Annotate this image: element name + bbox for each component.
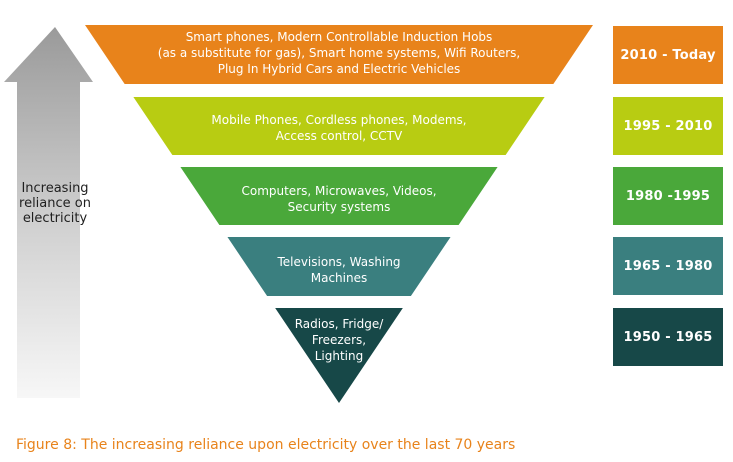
pyramid-level-4-line-1: Televisions, Washing: [276, 255, 400, 269]
pyramid-level-5-line-3: Lighting: [315, 349, 364, 363]
era-box-4: 1965 - 1980: [613, 237, 723, 295]
era-box-2: 1995 - 2010: [613, 97, 723, 155]
pyramid-level-3: [180, 167, 498, 225]
pyramid-level-2-line-1: Mobile Phones, Cordless phones, Modems,: [211, 113, 466, 127]
pyramid-level-2-text: Mobile Phones, Cordless phones, Modems, A…: [211, 113, 466, 143]
pyramid-level-1: [85, 25, 593, 84]
increasing-reliance-label: Increasing reliance on electricity: [19, 181, 91, 226]
pyramid-level-2: [133, 97, 545, 155]
pyramid-level-5-line-1: Radios, Fridge/: [295, 317, 385, 331]
pyramid-level-4: [227, 237, 451, 296]
pyramid-level-1-line-2: (as a substitute for gas), Smart home sy…: [158, 46, 520, 60]
pyramid-level-3-line-2: Security systems: [288, 200, 391, 214]
era-box-1: 2010 - Today: [613, 26, 723, 84]
figure-caption: Figure 8: The increasing reliance upon e…: [16, 437, 516, 453]
era-label-1: 2010 - Today: [620, 47, 716, 63]
pyramid-level-3-line-1: Computers, Microwaves, Videos,: [241, 184, 436, 198]
era-box-5: 1950 - 1965: [613, 308, 723, 366]
increasing-arrow: [4, 27, 93, 398]
pyramid-level-1-text: Smart phones, Modern Controllable Induct…: [158, 30, 520, 76]
pyramid-levels: Smart phones, Modern Controllable Induct…: [85, 25, 593, 403]
pyramid-level-4-line-2: Machines: [311, 271, 367, 285]
pyramid-level-1-line-3: Plug In Hybrid Cars and Electric Vehicle…: [218, 62, 461, 76]
pyramid-level-5: [275, 308, 403, 403]
era-label-2: 1995 - 2010: [623, 118, 713, 134]
era-label-3: 1980 -1995: [625, 188, 711, 204]
pyramid-level-2-line-2: Access control, CCTV: [276, 129, 403, 143]
era-box-3: 1980 -1995: [613, 167, 723, 225]
era-label-4: 1965 - 1980: [623, 258, 713, 274]
pyramid-level-5-line-2: Freezers,: [312, 333, 366, 347]
era-label-5: 1950 - 1965: [623, 329, 713, 345]
pyramid-level-5-text: Radios, Fridge/Freezers, Lighting: [295, 317, 385, 363]
pyramid-level-1-line-1: Smart phones, Modern Controllable Induct…: [186, 30, 493, 44]
pyramid-level-3-text: Computers, Microwaves, Videos, Security s…: [241, 184, 436, 214]
